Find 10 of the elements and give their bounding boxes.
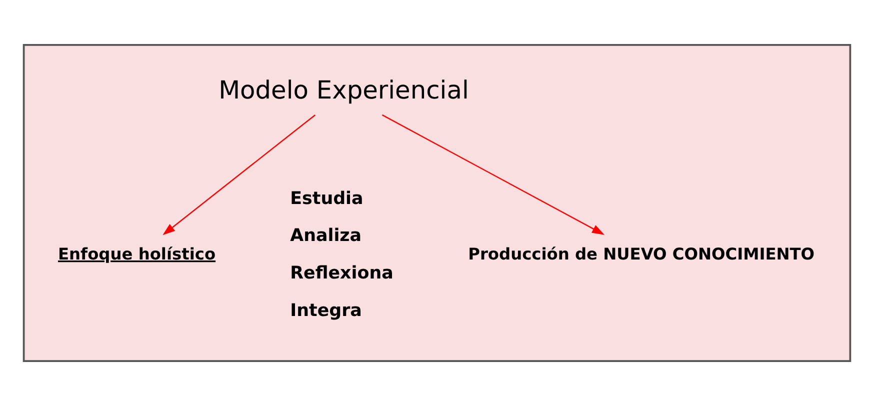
label: Analiza — [290, 226, 362, 246]
arrow — [162, 114, 316, 235]
cluster — [22, 44, 852, 362]
node-text: Enfoque holístico — [58, 244, 216, 264]
node-text: Producción de NUEVO CONOCIMIENTO — [468, 244, 815, 264]
arrow — [382, 114, 604, 234]
label: Reflexiona — [290, 263, 394, 284]
node-text: Modelo Experiencial — [218, 74, 469, 104]
label: Estudia — [290, 188, 364, 208]
label: Integra — [290, 300, 362, 320]
